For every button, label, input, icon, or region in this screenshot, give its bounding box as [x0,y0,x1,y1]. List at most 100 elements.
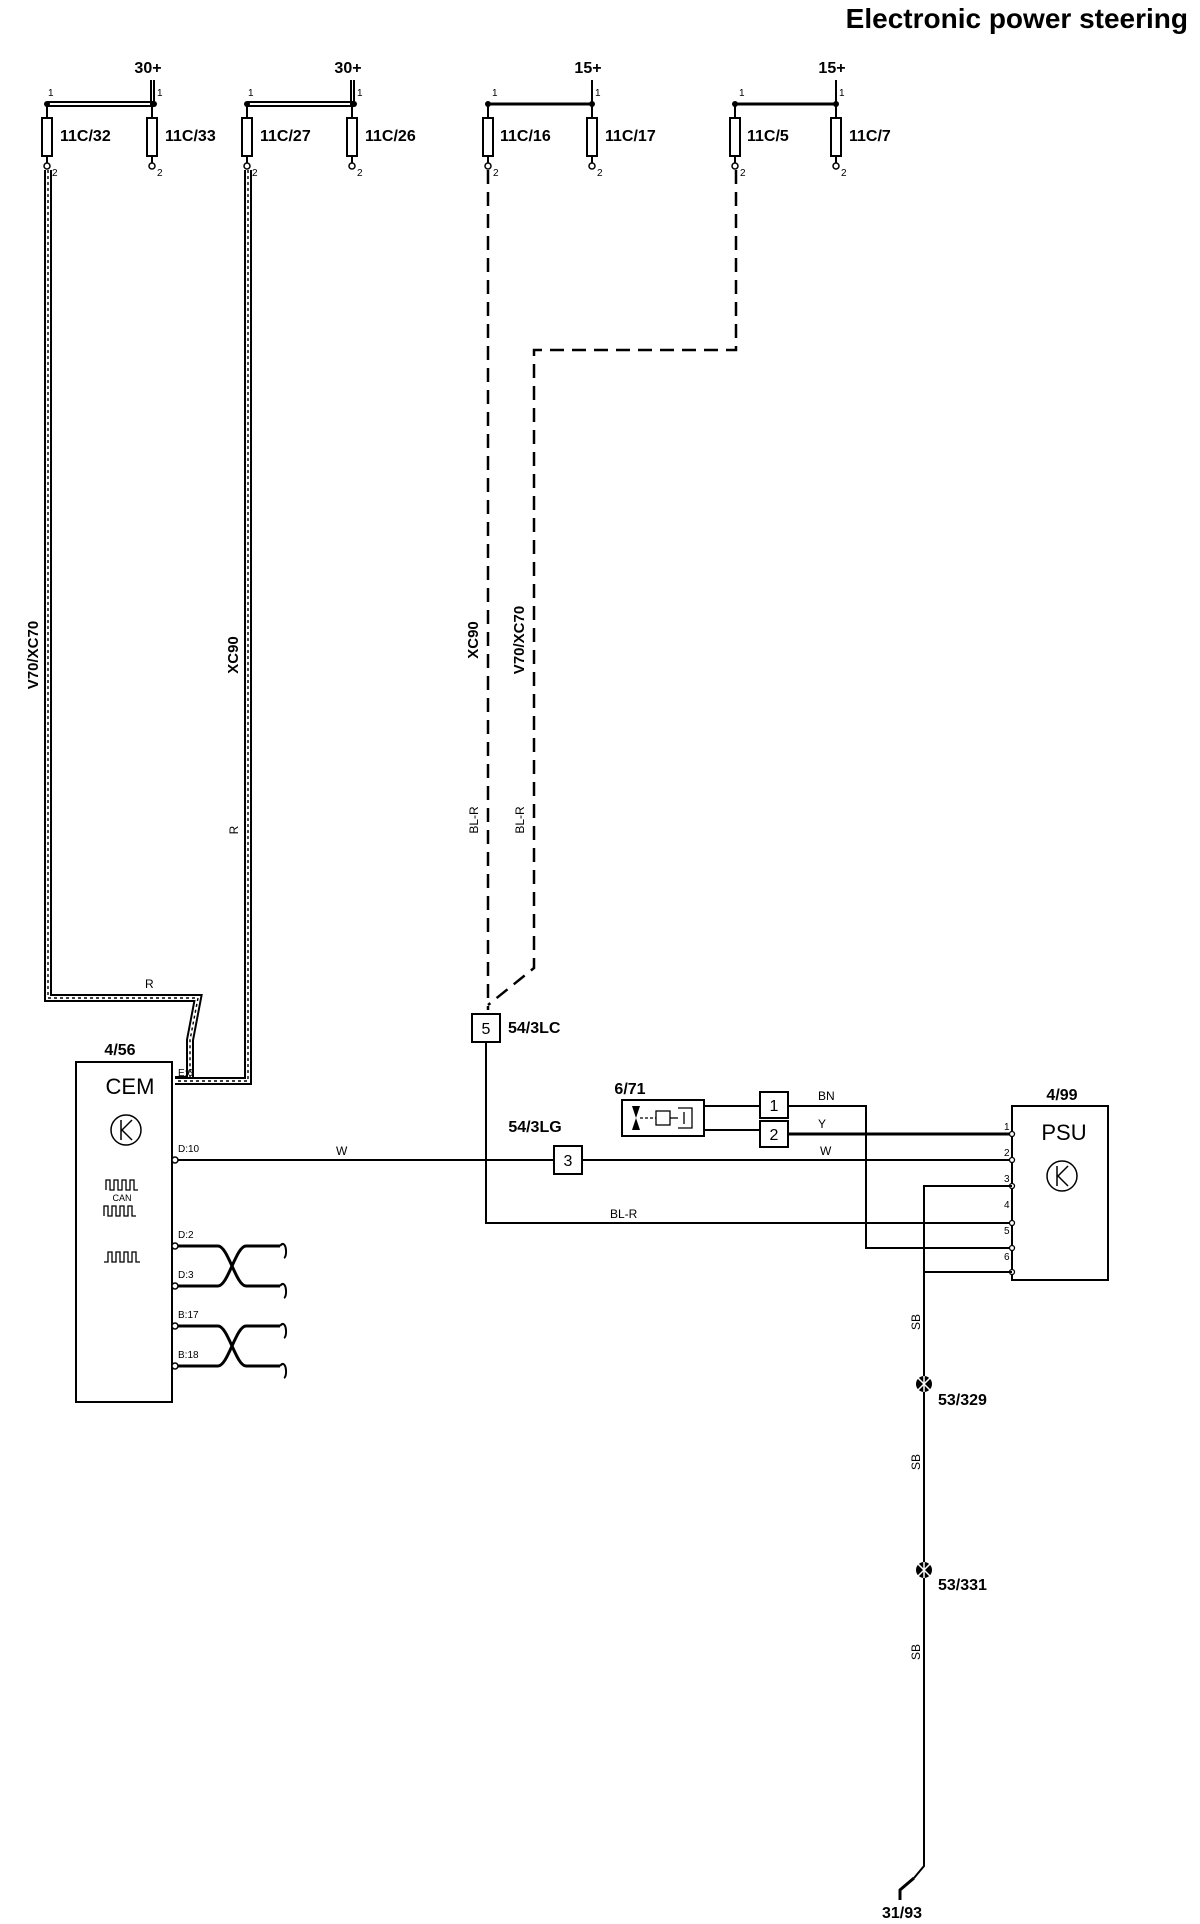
supply-label-30-right: 30+ [334,60,361,77]
wire-color-label: R [145,977,154,991]
cem-pin-d2: D:2 [178,1230,194,1241]
twisted-pair-icon [171,1322,288,1379]
fuse-icon [586,117,598,157]
connector-pin: 3 [564,1153,573,1170]
psu-pin-3: 3 [1004,1174,1010,1185]
splice-icon [916,1562,932,1578]
pin-label: 1 [839,88,845,99]
pin-label: 1 [595,88,601,99]
wire-color-label: W [820,1144,832,1158]
pulse-signal-icon [104,1251,140,1263]
can-signal-icon: CAN [103,1179,138,1217]
splice-label-53-331: 53/331 [938,1577,987,1594]
twisted-pair-icon [171,1242,288,1299]
psu-ref: 4/99 [1046,1087,1077,1104]
connector-54-3lg: 54/3LG 3 [508,1119,583,1175]
wire-sb [913,1185,1012,1879]
wire-v70-30-option [44,170,203,1084]
wire-color-label: W [336,1144,348,1158]
fuse-label-11c32: 11C/32 [60,128,111,145]
fuse-icon [241,117,253,157]
cem-pin-d10: D:10 [178,1144,200,1155]
fuse-icon [146,117,158,157]
pin-label: 1 [357,88,363,99]
pin-label: 2 [841,168,847,179]
pin-label: 1 [48,88,54,99]
splice-label-53-329: 53/329 [938,1392,987,1409]
fuse-label-11c7: 11C/7 [849,128,891,145]
sensor-pin-1: 1 [770,1098,779,1115]
wire-color-label: BN [818,1089,835,1103]
cem-pin-e6: E:6 [178,1068,193,1079]
pin-label: 2 [52,168,58,179]
connector-54-3lc: 5 54/3LC [471,1013,561,1043]
connector-pin: 5 [482,1021,491,1038]
wire-xc90-30-option [175,170,252,1085]
sensor-ref: 6/71 [614,1081,645,1098]
splice-icon [916,1376,932,1392]
fuse-label-11c5: 11C/5 [747,128,789,145]
ground-icon [898,1876,915,1900]
pin-label: 1 [739,88,745,99]
psu-module: 4/99 PSU 1 2 3 4 5 6 [1004,1087,1109,1281]
wire-color-label: SB [909,1314,923,1330]
wire-color-label: BL-R [513,806,527,834]
supply-label-15-first: 15+ [574,60,601,77]
psu-name: PSU [1041,1120,1086,1145]
psu-pin-4: 4 [1004,1200,1010,1211]
pin-label: 2 [357,168,363,179]
fuse-icon [729,117,741,157]
pin-label: 1 [492,88,498,99]
supply-label-15-second: 15+ [818,60,845,77]
psu-pin-2: 2 [1004,1148,1010,1159]
ground-31-93: 31/93 [882,1876,922,1922]
pin-label: 2 [493,168,499,179]
control-module-icon [1046,1160,1078,1192]
pin-label: 1 [157,88,163,99]
variant-label-v70: V70/XC70 [25,621,42,689]
psu-pin-5: 5 [1004,1226,1010,1237]
can-label: CAN [112,1193,131,1203]
psu-pin-1: 1 [1004,1122,1010,1133]
sensor-pin-2: 2 [770,1127,779,1144]
fuse-group-30-right: 30+ 1 1 2 11C/27 2 11C/26 [241,60,416,179]
fuse-label-11c17: 11C/17 [605,128,656,145]
pin-label: 2 [597,168,603,179]
wire-color-label: BL-R [610,1207,638,1221]
supply-label-30-left: 30+ [134,60,161,77]
fuse-label-11c33: 11C/33 [165,128,216,145]
variant-label-v70: V70/XC70 [511,606,528,674]
wire-color-label: SB [909,1454,923,1470]
pin-label: 2 [740,168,746,179]
connector-label-54-3lc: 54/3LC [508,1020,561,1037]
variant-label-xc90: XC90 [225,636,242,674]
cem-pin-b18: B:18 [178,1350,199,1361]
fuse-icon [41,117,53,157]
fuse-icon [346,117,358,157]
wire-color-label: Y [818,1117,826,1131]
fuse-icon [482,117,494,157]
cem-ref: 4/56 [104,1042,135,1059]
splice-53-329: 53/329 [916,1376,987,1409]
wire-bl-r [485,1042,1012,1224]
cem-pin-d3: D:3 [178,1270,194,1281]
fuse-label-11c26: 11C/26 [365,128,416,145]
cem-module: 4/56 CEM CAN E:6 D:10 D:2 D:3 B:17 B:18 [75,1042,200,1403]
pin-label: 2 [157,168,163,179]
wire-bn [788,1105,1012,1249]
fuse-group-30-left: 30+ 1 1 2 11C/32 2 11C/33 [41,60,216,179]
fuse-label-11c16: 11C/16 [500,128,551,145]
control-module-icon [110,1114,142,1146]
fuse-icon [830,117,842,157]
sensor-6-71: 6/71 1 2 [614,1081,789,1148]
pin-label: 2 [252,168,258,179]
page-title: Electronic power steering [846,3,1188,34]
wire-color-label: SB [909,1644,923,1660]
wire-color-label: BL-R [467,806,481,834]
ground-label: 31/93 [882,1905,922,1922]
fuse-group-15-second: 15+ 1 1 2 11C/5 2 11C/7 [729,60,891,179]
fuse-label-11c27: 11C/27 [260,128,311,145]
wire-v70-15-option [487,170,738,1006]
splice-53-331: 53/331 [916,1562,987,1594]
